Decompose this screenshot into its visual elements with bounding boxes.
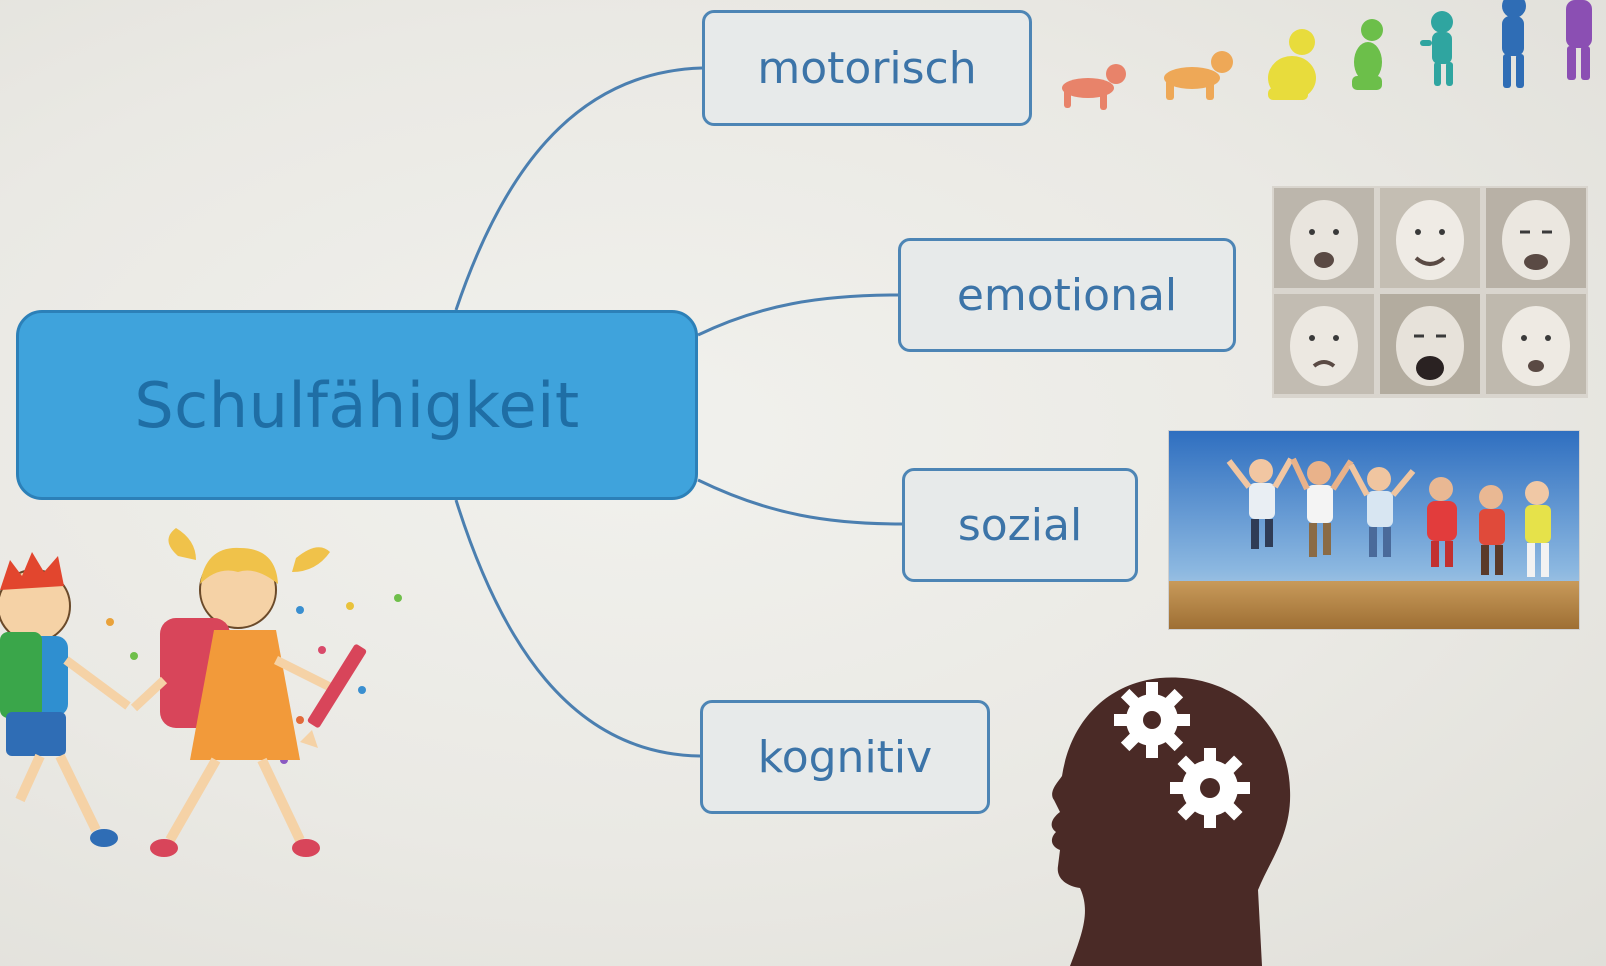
baby-face-tile — [1380, 188, 1480, 288]
jumping-child — [1348, 463, 1416, 557]
jumping-child — [1427, 477, 1457, 567]
jumping-child — [1290, 457, 1354, 557]
branch-node-sozial: sozial — [902, 468, 1138, 582]
gear-icon — [1170, 748, 1250, 828]
center-label: Schulfähigkeit — [134, 368, 580, 442]
branch-node-emotional: emotional — [898, 238, 1236, 352]
jumping-child — [1525, 481, 1551, 577]
toddler-figure — [1420, 11, 1453, 86]
baby-face-tile — [1274, 294, 1374, 394]
branch-label-emotional: emotional — [956, 269, 1178, 321]
branch-node-motorisch: motorisch — [702, 10, 1032, 126]
connector-sozial — [697, 478, 903, 526]
head-silhouette — [1051, 677, 1291, 966]
older-child-figure — [1566, 0, 1592, 80]
connector-emotional — [697, 293, 899, 337]
social-photo — [1168, 430, 1580, 630]
branch-label-motorisch: motorisch — [757, 42, 977, 94]
crawling-baby-figure — [1062, 64, 1126, 110]
baby-face-tile — [1486, 294, 1586, 394]
connector-motorisch — [454, 66, 703, 311]
confetti-dots — [106, 594, 402, 764]
girl-figure — [130, 528, 367, 857]
jumping-child — [1479, 485, 1505, 575]
baby-face-tile — [1274, 188, 1374, 288]
branch-label-sozial: sozial — [957, 499, 1083, 551]
kneeling-child-figure — [1352, 19, 1383, 90]
branch-node-kognitiv: kognitiv — [700, 700, 990, 814]
sitting-child-figure — [1268, 29, 1316, 100]
branch-label-kognitiv: kognitiv — [757, 731, 933, 783]
walking-child-figure — [1502, 0, 1526, 88]
children-jumping-illustration — [1169, 431, 1579, 629]
crawling-baby-figure — [1164, 51, 1233, 100]
baby-face-tile — [1380, 294, 1480, 394]
gear-icon — [1114, 682, 1190, 758]
emotional-faces-grid — [1272, 186, 1588, 398]
jumping-child — [1226, 457, 1294, 549]
baby-face-tile — [1486, 188, 1586, 288]
connector-kognitiv — [454, 499, 701, 758]
pencil-icon — [300, 644, 367, 748]
center-node: Schulfähigkeit — [16, 310, 698, 500]
boy-figure — [0, 552, 131, 847]
